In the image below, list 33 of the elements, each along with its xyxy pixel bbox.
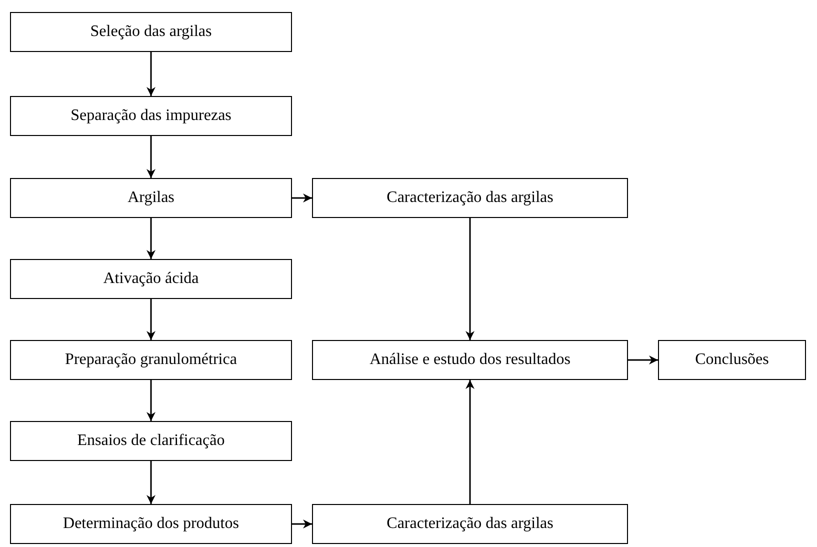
process-box xyxy=(658,340,806,380)
arrow xyxy=(628,356,658,364)
process-box xyxy=(10,12,292,52)
process-box xyxy=(10,96,292,136)
process-box xyxy=(10,259,292,299)
process-box xyxy=(312,340,628,380)
box-label: Argilas xyxy=(128,189,174,207)
arrow xyxy=(146,52,156,96)
process-box xyxy=(312,178,628,218)
arrow xyxy=(146,136,156,178)
box-label: Análise e estudo dos resultados xyxy=(370,351,570,369)
arrow xyxy=(146,218,156,259)
arrow xyxy=(146,380,156,421)
box-label: Ensaios de clarificação xyxy=(77,432,225,450)
process-box xyxy=(10,504,292,544)
process-box xyxy=(312,504,628,544)
box-label: Caracterização das argilas xyxy=(386,515,554,533)
arrow xyxy=(146,461,156,504)
process-box xyxy=(10,340,292,380)
box-label: Conclusões xyxy=(695,351,769,369)
process-box xyxy=(10,178,292,218)
arrow xyxy=(292,520,312,528)
box-label: Separação das impurezas xyxy=(70,107,232,125)
arrow xyxy=(146,299,156,340)
process-box xyxy=(10,421,292,461)
arrow xyxy=(466,380,474,504)
box-label: Seleção das argilas xyxy=(90,23,212,41)
box-label: Determinação dos produtos xyxy=(63,515,239,533)
box-label: Preparação granulométrica xyxy=(65,351,237,369)
arrow xyxy=(292,194,312,202)
arrow xyxy=(466,218,474,340)
box-label: Caracterização das argilas xyxy=(386,189,554,207)
box-label: Ativação ácida xyxy=(103,270,199,288)
